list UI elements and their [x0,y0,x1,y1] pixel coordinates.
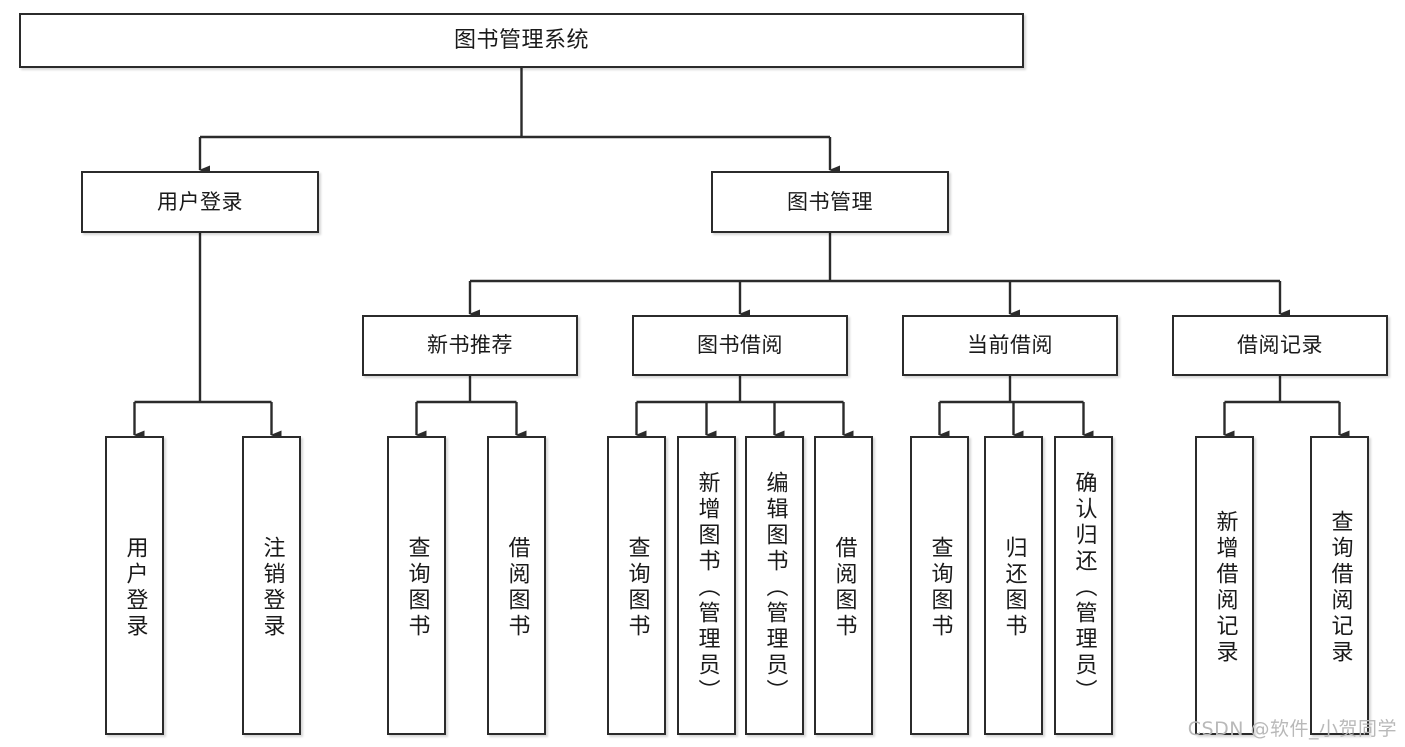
node-label: 查询图书 [624,535,650,640]
node-leaf-borrow-book-borrowing[interactable]: 借阅图书 [814,436,873,735]
node-label: 查询图书 [404,535,430,640]
node-label: 确认归还（管理员） [1071,470,1097,705]
node-borrowing-record[interactable]: 借阅记录 [1172,315,1388,376]
node-label: 新增图书（管理员） [694,470,720,705]
node-new-book-recommendation[interactable]: 新书推荐 [362,315,578,376]
node-leaf-add-book-admin[interactable]: 新增图书（管理员） [677,436,736,735]
node-user-login[interactable]: 用户登录 [81,171,319,233]
node-label: 借阅图书 [831,535,857,640]
node-label: 借阅记录 [1237,333,1323,358]
node-leaf-logout[interactable]: 注销登录 [242,436,301,735]
node-label: 图书管理 [787,189,873,214]
node-label: 当前借阅 [967,333,1053,358]
node-leaf-query-book-borrowing[interactable]: 查询图书 [607,436,666,735]
node-label: 注销登录 [259,535,285,640]
node-leaf-add-borrowing-record[interactable]: 新增借阅记录 [1195,436,1254,735]
node-label: 借阅图书 [504,535,530,640]
node-leaf-query-borrowing-record[interactable]: 查询借阅记录 [1310,436,1369,735]
node-book-borrowing[interactable]: 图书借阅 [632,315,848,376]
node-leaf-confirm-return-admin[interactable]: 确认归还（管理员） [1054,436,1113,735]
node-label: 新增借阅记录 [1212,509,1238,666]
node-book-management[interactable]: 图书管理 [711,171,949,233]
node-label: 编辑图书（管理员） [762,470,788,705]
node-label: 用户登录 [157,189,243,214]
node-leaf-edit-book-admin[interactable]: 编辑图书（管理员） [745,436,804,735]
node-label: 图书管理系统 [453,27,589,53]
node-leaf-borrow-book-recommendation[interactable]: 借阅图书 [487,436,546,735]
node-label: 归还图书 [1001,535,1027,640]
node-leaf-user-login[interactable]: 用户登录 [105,436,164,735]
node-label: 图书借阅 [697,333,783,358]
node-current-borrowing[interactable]: 当前借阅 [902,315,1118,376]
watermark-text: CSDN @软件_小贺同学 [1187,718,1397,740]
node-leaf-query-book-current[interactable]: 查询图书 [910,436,969,735]
node-label: 查询图书 [927,535,953,640]
node-label: 查询借阅记录 [1327,509,1353,666]
node-leaf-query-book-recommendation[interactable]: 查询图书 [387,436,446,735]
node-leaf-return-book[interactable]: 归还图书 [984,436,1043,735]
node-label: 用户登录 [122,535,148,640]
node-label: 新书推荐 [427,333,513,358]
node-root-book-management-system[interactable]: 图书管理系统 [19,13,1024,68]
